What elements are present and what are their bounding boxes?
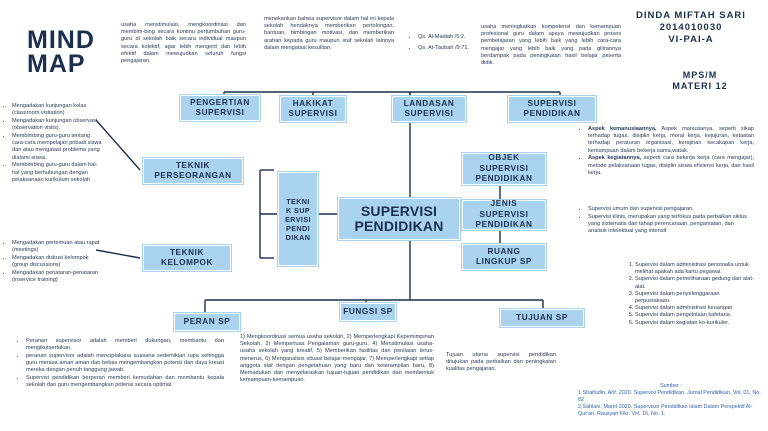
jenis-list: Supervisi umum dan supervisi pengajaran.… (580, 206, 754, 236)
topic-label: PENGERTIAN SUPERVISI (190, 97, 250, 118)
landasan-item: Qs. Al-Maidah /5:2. (418, 34, 470, 41)
list-item: Supervisi umum dan supervisi pengajaran. (588, 206, 754, 213)
list-item: Supervisi pendidikan berperan memberi ke… (26, 375, 224, 389)
topic-label: SUPERVISI PENDIDIKAN (523, 98, 581, 119)
aspect-title: Aspek kemanusiaannya, (588, 126, 657, 132)
topic-tujuan: TUJUAN SP (499, 308, 585, 328)
list-item: Membimbing guru-guru dalam hal-hal yang … (12, 162, 102, 184)
side-label-teknik: TEKNIK SUPERVISI PENDIDIKAN (277, 171, 319, 267)
supervisi-pendidikan-text: usaha meningkatkan kompetensi dan kemamp… (481, 24, 621, 67)
ruang-lingkup-list: Supervisi dalam administrasi personalia … (626, 262, 756, 327)
list-item: Supervisi dalam penyelenggaraan perpusta… (635, 291, 756, 305)
landasan-item: Qs. At-Taubah /9:71. (418, 45, 470, 52)
side-label-text: TEKNIK SUPERVISI PENDIDIKAN (285, 196, 311, 242)
aspect-title: Aspek kegiatannya, (588, 155, 642, 162)
topic-peran: PERAN SP (173, 312, 241, 332)
list-item: Mengadakan kunjungan kelas (classroom vi… (12, 103, 102, 117)
list-item: Mengadakan diskusi kelompok (group discu… (12, 255, 100, 269)
topic-label: TEKNIK KELOMPOK (160, 247, 214, 268)
list-item: peranan supervisor adalah menciptakana s… (26, 353, 224, 375)
list-item: Aspek kemanusiaannya, Aspek manusianya, … (588, 126, 754, 155)
perseorangan-list: Mengadakan kunjungan kelas (classroom vi… (4, 103, 102, 185)
list-item: Supervisi dalam administrasi keuangan (635, 305, 756, 312)
topic-fungsi: FUNGSI SP (339, 302, 397, 322)
center-line-2: PENDIDIKAN (354, 218, 444, 234)
list-item: Mengadakan pertemuan atau rapat (meeting… (12, 240, 100, 254)
topic-objek: OBJEK SUPERVISI PENDIDIKAN (461, 152, 547, 186)
source-item: 2.Sahlani. Maret 2020. Supervisor Pendid… (578, 404, 753, 417)
list-item: Aspek kegiatannya, seperti cara bekerja … (588, 155, 754, 177)
topic-pengertian: PENGERTIAN SUPERVISI (179, 94, 261, 122)
center-line-1: SUPERVISI (360, 203, 438, 219)
list-item: Supervisi dalam administrasi personalia … (635, 262, 756, 276)
topic-jenis: JENIS SUPERVISI PENDIDIKAN (461, 199, 547, 231)
topic-label: TEKNIK PERSEORANGAN (154, 160, 232, 181)
author-block: DINDA MIFTAH SARI 2014010030 VI-PAI-A (626, 10, 756, 46)
topic-landasan: LANDASAN SUPERVISI (391, 95, 467, 123)
author-class: VI-PAI-A (668, 34, 714, 45)
topic-teknik-kelompok: TEKNIK KELOMPOK (142, 244, 232, 272)
sources-block: Sumber : 1.Shaifudin, Arif. 2020. Superv… (578, 383, 764, 418)
list-item: Supervisi dalam pemeliharaan gedung dan … (635, 276, 756, 290)
topic-label: JENIS SUPERVISI PENDIDIKAN (475, 199, 533, 230)
mind-map-title: MIND MAP (27, 26, 95, 78)
topic-label: FUNGSI SP (343, 306, 393, 316)
list-item: Supervisi dalam kegiatan ko-kurikuler. (635, 320, 756, 327)
sources-title: Sumber : (660, 383, 682, 389)
kelompok-list: Mengadakan pertemuan atau rapat (meeting… (4, 240, 100, 285)
topic-teknik-perseorangan: TEKNIK PERSEORANGAN (142, 157, 244, 185)
course-block: MPS/M MATERI 12 (660, 70, 740, 92)
author-id: 2014010030 (659, 22, 723, 33)
pengertian-text: usaha menstimulasi, mengkoordinasi dan m… (121, 22, 246, 65)
topic-label: TUJUAN SP (516, 312, 568, 322)
center-node: SUPERVISI PENDIDIKAN (337, 197, 461, 241)
topic-label: LANDASAN SUPERVISI (403, 98, 455, 119)
source-item: 1.Shaifudin, Arif. 2020. Supervisi Pendi… (578, 390, 761, 403)
list-item: Supervisi dalam pengelolaan kafetaria. (635, 312, 756, 319)
hakikat-text: menekankan bahwa supervisor dalam hal in… (264, 16, 394, 51)
topic-label: OBJEK SUPERVISI PENDIDIKAN (475, 153, 533, 184)
peran-list: Peranan supervisor adalah memberi dukung… (18, 338, 224, 390)
objek-list: Aspek kemanusiaannya, Aspek manusianya, … (580, 126, 754, 178)
topic-label: RUANG LINGKUP SP (476, 246, 532, 267)
aspect-text: seperti cara bekerja kerja (cara mengaja… (588, 155, 755, 176)
materi-label: MATERI 12 (672, 81, 728, 91)
list-item: Membimbing guru-guru tentang cara-cara m… (12, 133, 102, 162)
topic-supervisi-pendidikan: SUPERVISI PENDIDIKAN (507, 95, 597, 123)
tujuan-text: Tujuan utama supervisi pendidikan dituju… (446, 352, 556, 373)
list-item: Mengadakan penataran-penataran (inservic… (12, 270, 100, 284)
aspect-text: Aspek manusianya, seperti sikap terhadap… (588, 126, 754, 154)
fungsi-text: 1) Mengkoordinasi semua usaha sekolah, 2… (240, 334, 434, 384)
list-item: Mengadakan kunjungan observasi (observat… (12, 118, 102, 132)
list-item: Supervisi klinis, merupakan yang terfoku… (588, 214, 754, 236)
list-item: Peranan supervisor adalah memberi dukung… (26, 338, 224, 352)
course-code: MPS/M (682, 70, 718, 80)
landasan-list: Qs. Al-Maidah /5:2. Qs. At-Taubah /9:71. (410, 34, 470, 53)
topic-hakikat: HAKIKAT SUPERVISI (279, 95, 347, 123)
topic-label: PERAN SP (183, 316, 231, 326)
topic-label: HAKIKAT SUPERVISI (288, 98, 338, 119)
topic-ruang-lingkup: RUANG LINGKUP SP (461, 243, 547, 271)
author-name: DINDA MIFTAH SARI (636, 10, 746, 21)
